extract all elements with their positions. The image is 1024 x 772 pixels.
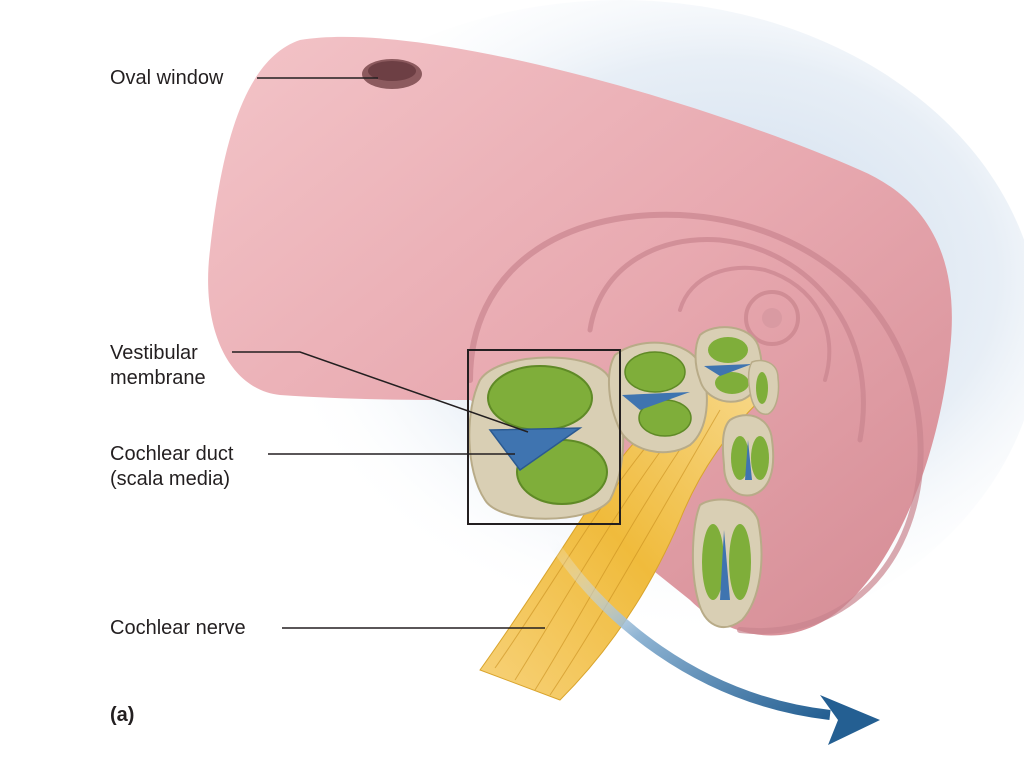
direction-arrow bbox=[540, 527, 831, 720]
leader-lines bbox=[232, 77, 545, 629]
nerve-fibers bbox=[494, 409, 721, 696]
cross-section-4 bbox=[721, 414, 775, 497]
cochlea-spiral bbox=[467, 211, 924, 635]
body-fade bbox=[0, 0, 520, 767]
arrow-head bbox=[820, 695, 880, 745]
cross-section-2 bbox=[608, 341, 708, 454]
label-cochlear-duct-line2: (scala media) bbox=[110, 468, 231, 490]
cross-section-main bbox=[468, 356, 625, 520]
panel-label: (a) bbox=[110, 704, 135, 726]
label-cochlear-duct-line1: Cochlear duct bbox=[110, 443, 234, 465]
label-vestibular-membrane-line1: Vestibular bbox=[110, 342, 198, 364]
detail-box bbox=[467, 349, 621, 525]
oval-window-inner bbox=[368, 61, 416, 81]
cross-section-5 bbox=[691, 498, 763, 629]
cross-section-6 bbox=[747, 359, 780, 415]
cross-section-3 bbox=[694, 326, 763, 403]
label-vestibular-membrane-line2: membrane bbox=[110, 367, 206, 389]
leader-vestibular-membrane bbox=[232, 351, 529, 433]
label-oval-window: Oval window bbox=[110, 67, 224, 89]
label-cochlear-nerve: Cochlear nerve bbox=[110, 617, 246, 639]
